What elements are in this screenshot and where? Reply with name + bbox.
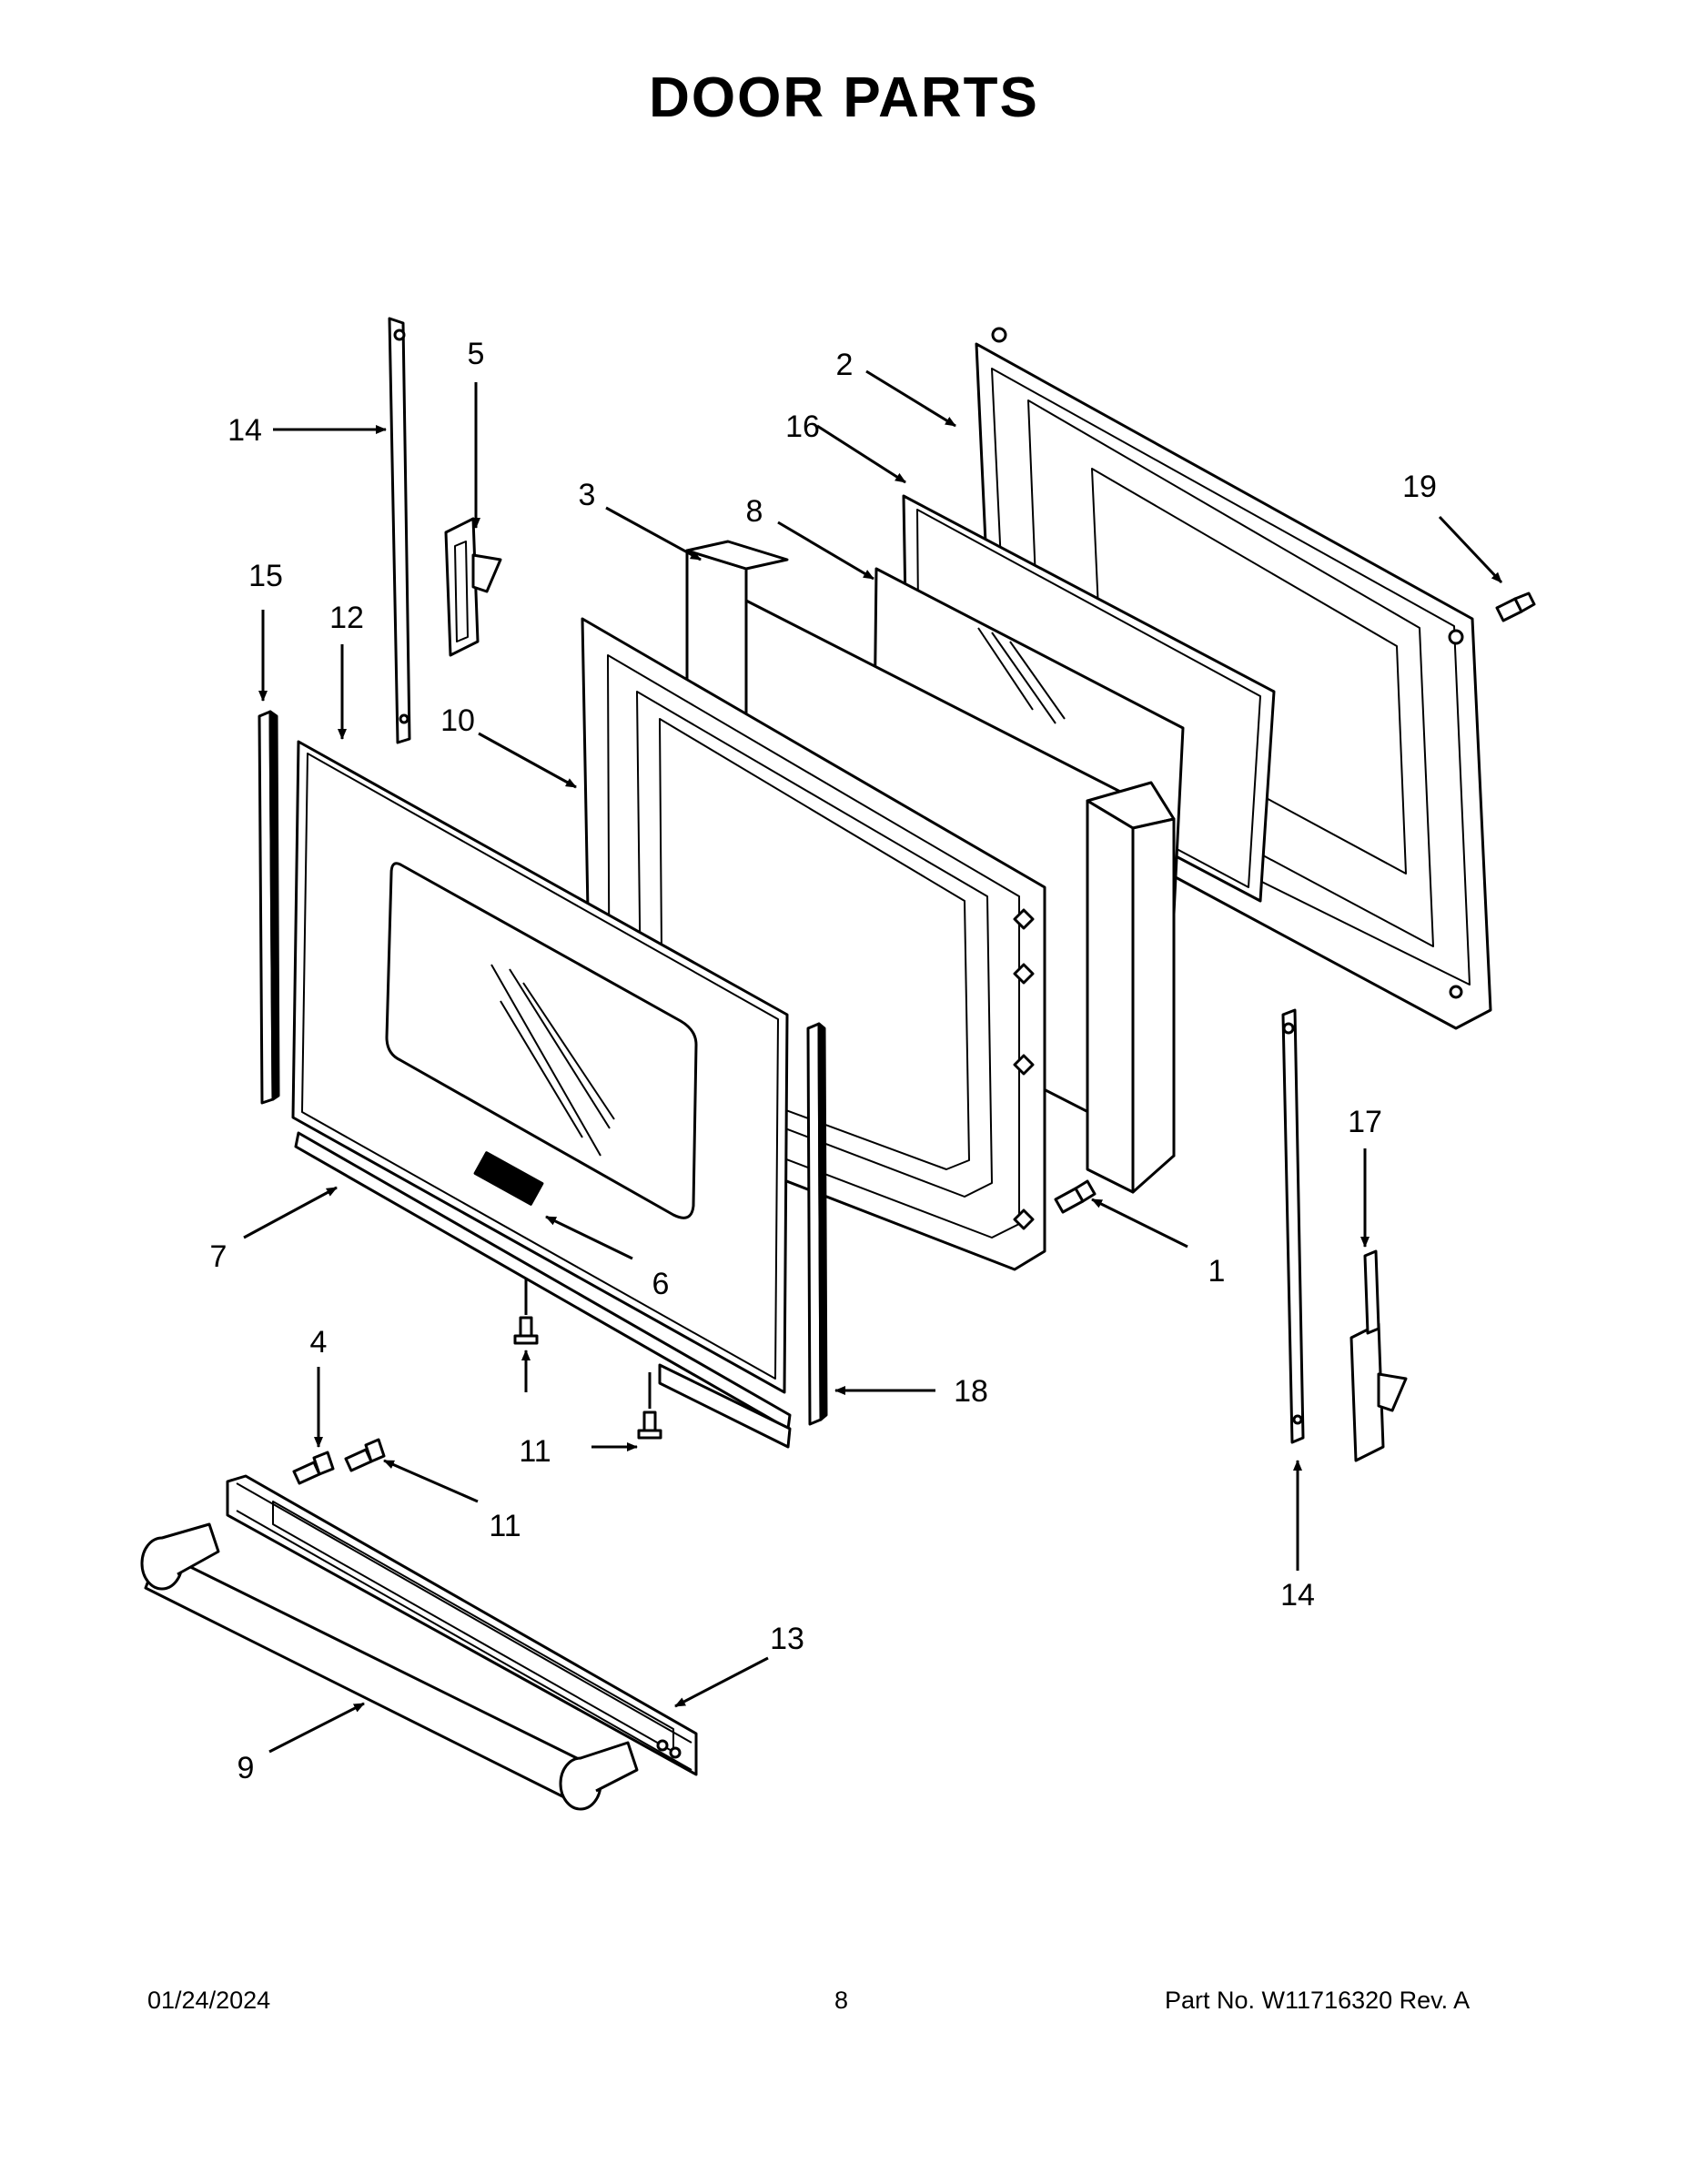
callout-14-left: 14 (227, 413, 262, 448)
handle-screw (292, 1451, 335, 1485)
bottom-trim (294, 1131, 792, 1449)
badge (473, 1151, 544, 1206)
callout-5: 5 (468, 337, 485, 371)
right-side-trim (806, 1022, 828, 1426)
outer-door-glass (291, 740, 789, 1394)
footer-part-number: Part No. W11716320 Rev. A (1165, 1987, 1471, 2014)
callout-14-right: 14 (1280, 1578, 1315, 1613)
left-hinge (444, 517, 502, 657)
callout-1: 1 (1208, 1254, 1226, 1289)
left-hinge-receptacle (388, 317, 411, 744)
page-title: DOOR PARTS (649, 66, 1039, 129)
callout-4: 4 (310, 1325, 328, 1360)
callout-6: 6 (652, 1267, 670, 1301)
callout-16: 16 (785, 410, 820, 444)
callout-3: 3 (579, 478, 596, 512)
callout-2: 2 (836, 348, 854, 382)
left-side-trim (258, 710, 280, 1105)
callout-11-center: 11 (519, 1434, 551, 1469)
trim-screw (637, 1410, 662, 1440)
callout-10: 10 (440, 703, 475, 738)
footer-page-number: 8 (834, 1987, 849, 2014)
callout-15: 15 (248, 559, 283, 593)
handle-screw (344, 1438, 386, 1472)
callout-12: 12 (329, 601, 364, 635)
callout-17: 17 (1348, 1105, 1382, 1139)
callout-18: 18 (954, 1374, 988, 1409)
callout-13: 13 (770, 1622, 804, 1656)
door-handle (140, 1522, 639, 1811)
callout-7: 7 (210, 1239, 227, 1274)
trim-screw (513, 1316, 539, 1345)
callout-19: 19 (1402, 470, 1437, 504)
footer-date: 01/24/2024 (147, 1987, 271, 2014)
callout-9: 9 (238, 1751, 255, 1785)
callout-11-left: 11 (489, 1509, 521, 1543)
right-hinge-receptacle (1281, 1008, 1305, 1444)
door-screw (1054, 1179, 1097, 1214)
right-hinge (1349, 1249, 1408, 1462)
callout-8: 8 (746, 494, 763, 529)
vent-trim (226, 1474, 698, 1776)
leader-lines (243, 369, 1503, 1754)
panel-screw (1495, 592, 1536, 622)
